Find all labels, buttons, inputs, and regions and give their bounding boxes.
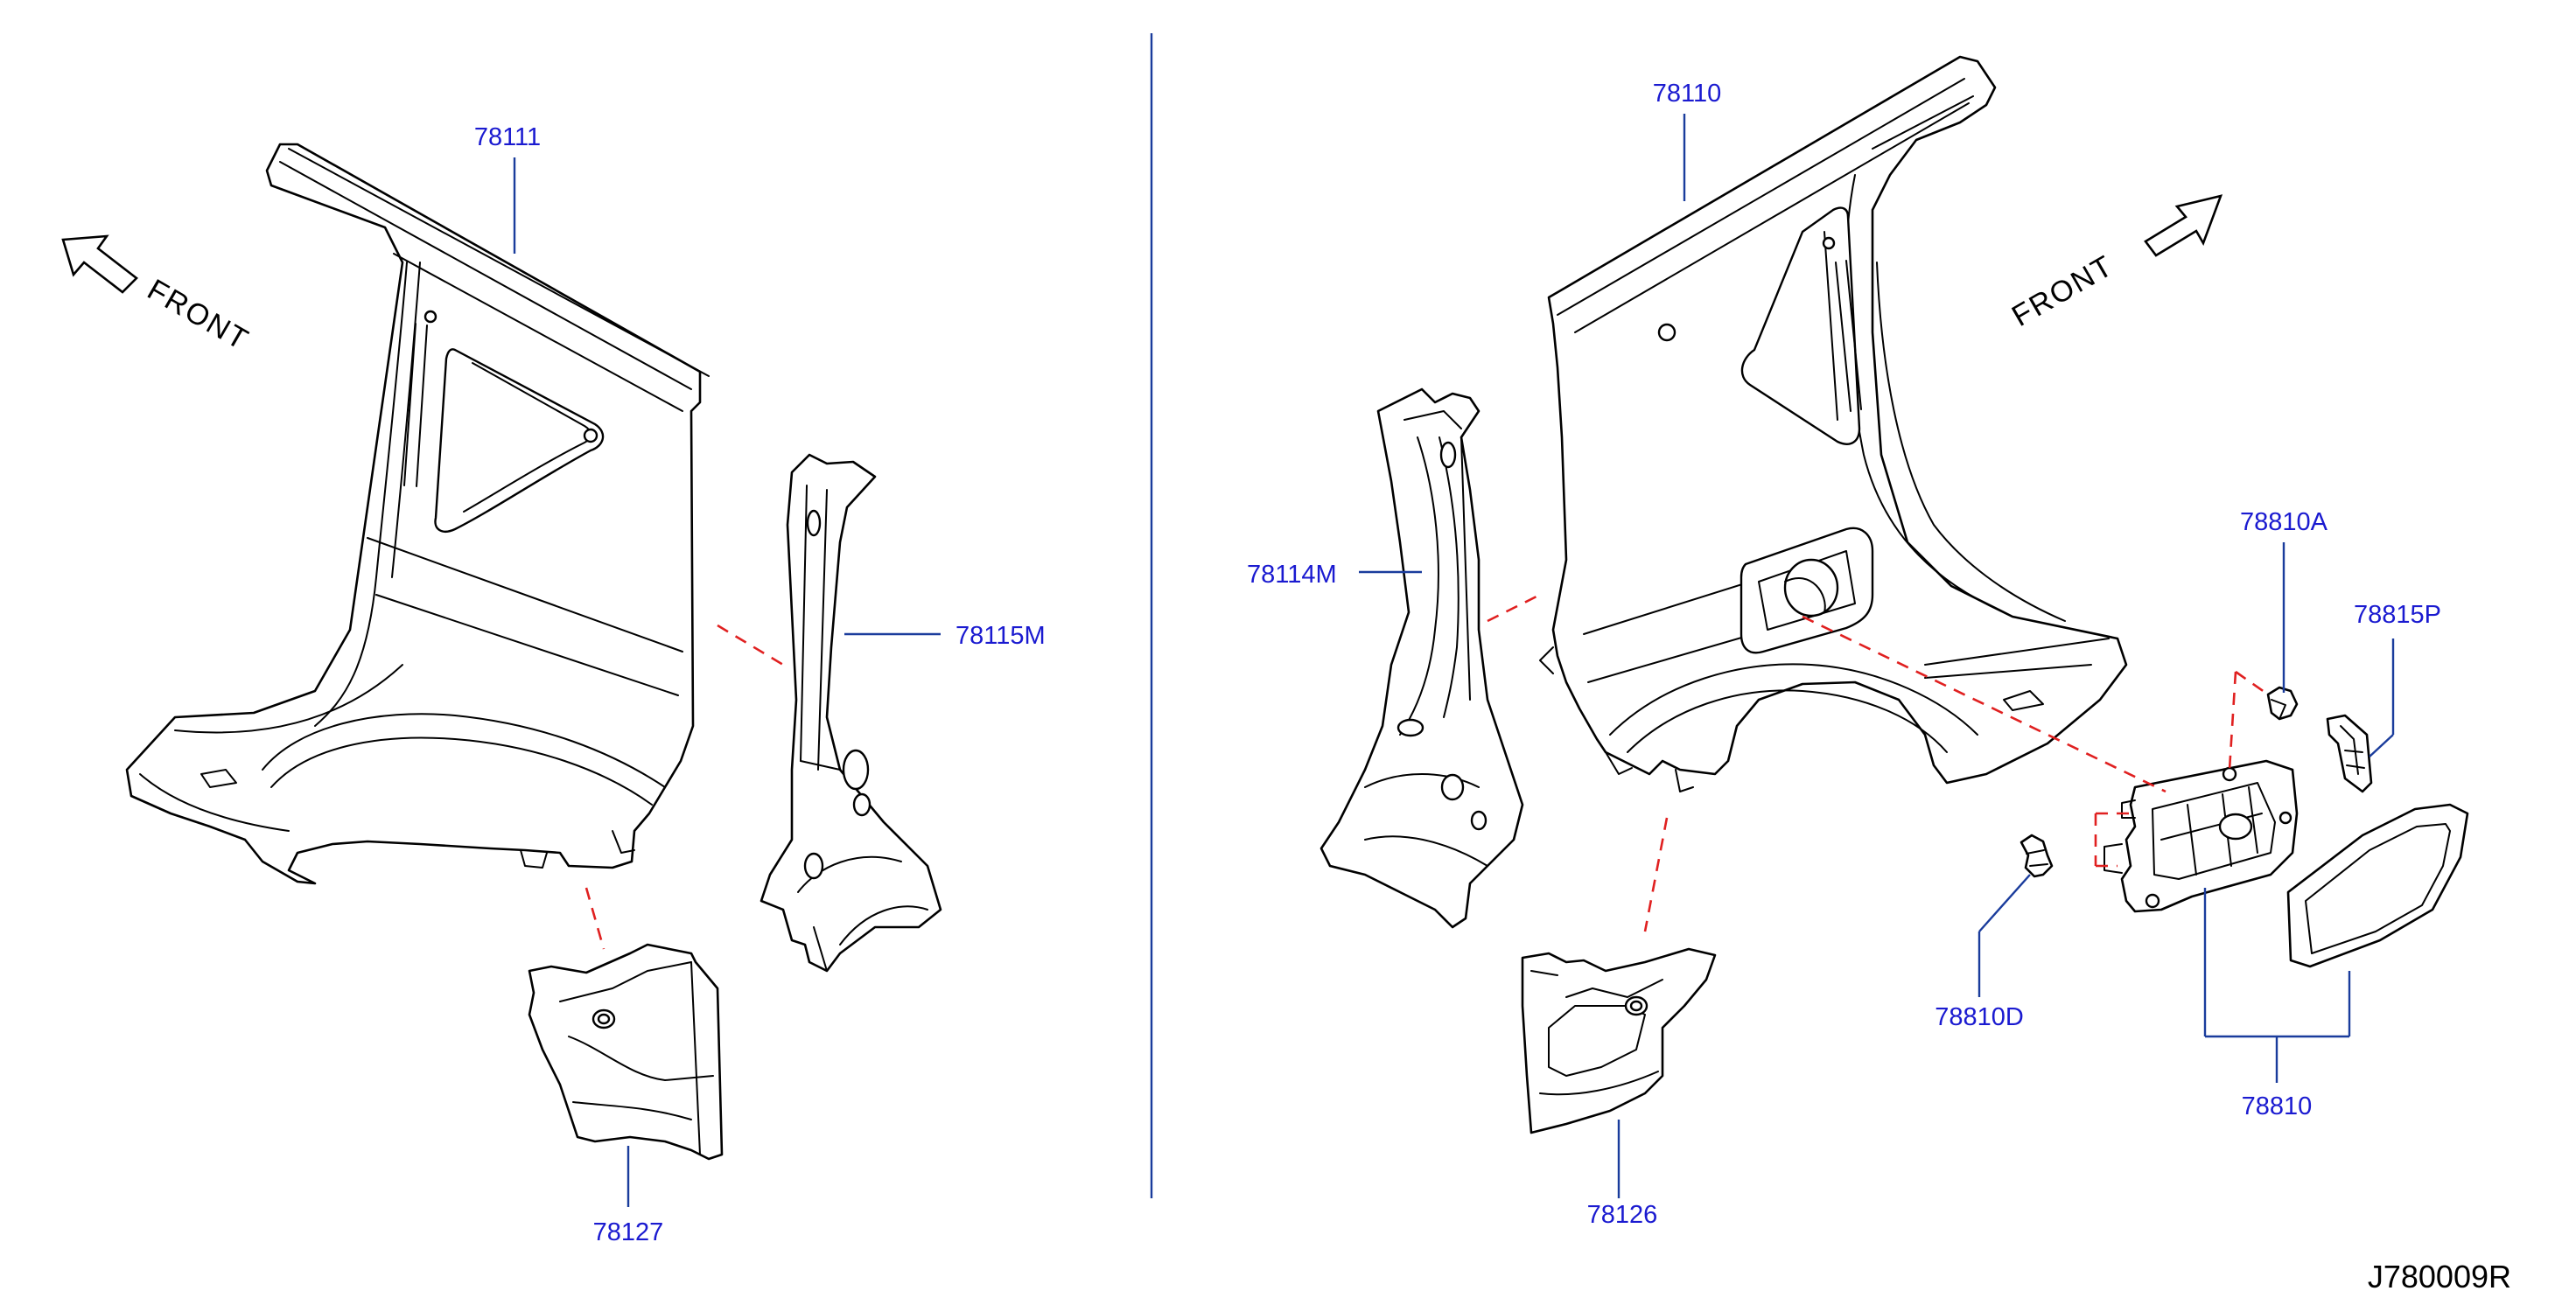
callout-78115M: 78115M: [956, 622, 1046, 650]
front-arrow-left: FRONT: [61, 234, 255, 357]
front-arrow-left-icon: [61, 234, 138, 294]
clip-78810A: [2266, 686, 2299, 721]
quarter-window-right: [1740, 206, 1861, 445]
quarter-panel-78110: [1539, 55, 2128, 792]
assembly-lines: [584, 593, 2269, 950]
splash-guard-78127: [528, 943, 724, 1161]
drawing-code: J780009R: [2368, 1259, 2511, 1295]
front-label-left: FRONT: [142, 273, 255, 357]
callout-78815P: 78815P: [2354, 601, 2441, 629]
quarter-panel-78111: [125, 143, 710, 885]
front-arrow-right: FRONT: [2006, 194, 2223, 333]
callout-78111: 78111: [474, 123, 541, 151]
front-label-right: FRONT: [2006, 248, 2119, 332]
front-arrow-right-icon: [2144, 194, 2223, 257]
callout-78114M: 78114M: [1247, 561, 1337, 589]
callout-78110: 78110: [1653, 80, 1722, 108]
callout-78127: 78127: [593, 1218, 664, 1246]
callout-78810A: 78810A: [2240, 508, 2328, 536]
inner-pillar-78114M: [1320, 387, 1524, 929]
quarter-window-left: [434, 348, 605, 533]
callout-78126: 78126: [1587, 1201, 1658, 1229]
hinge-bracket-78815P: [2326, 714, 2373, 793]
splash-guard-78126: [1521, 947, 1717, 1134]
fuel-door-lid-78810: [2286, 803, 2469, 968]
callout-78810D: 78810D: [1935, 1003, 2024, 1031]
inner-pillar-78115M: [760, 453, 942, 973]
leader-lines: [513, 114, 2395, 1207]
stopper-78810D: [2020, 834, 2054, 878]
fuel-housing-78810: [2104, 759, 2299, 913]
callout-78810: 78810: [2242, 1092, 2313, 1120]
